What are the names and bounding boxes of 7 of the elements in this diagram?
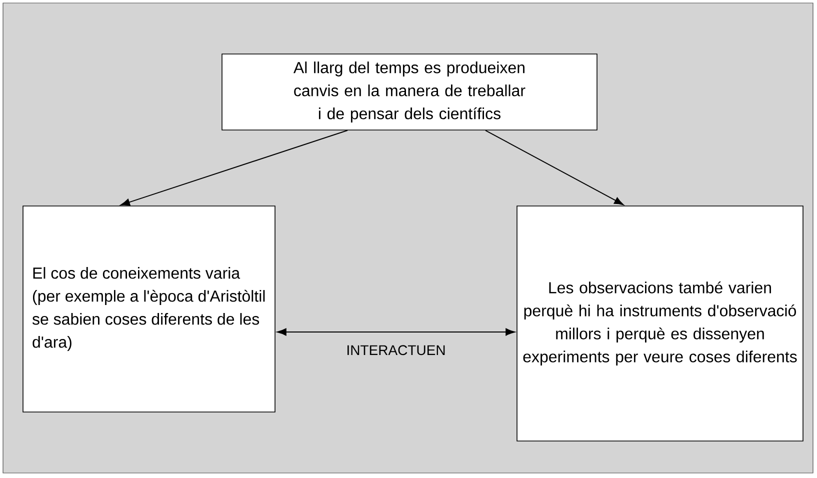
arrow — [277, 328, 515, 336]
text-box: El cos de coneixements varia (per exemple a l'època d'Aristòltil se sabien coses diferents de les d'ara) — [22, 206, 276, 412]
arrow — [120, 130, 348, 206]
arrow — [485, 130, 624, 206]
text-box: Les observacions també varien perquè hi ha instruments d'observació millors i perquè es dissenyen experiments per veure coses diferents — [516, 206, 804, 442]
text-box: Al llarg del temps es produeixen canvis en la manera de treballar i de pensar dels científics — [222, 54, 598, 130]
edge-label: INTERACTUEN — [348, 345, 445, 356]
